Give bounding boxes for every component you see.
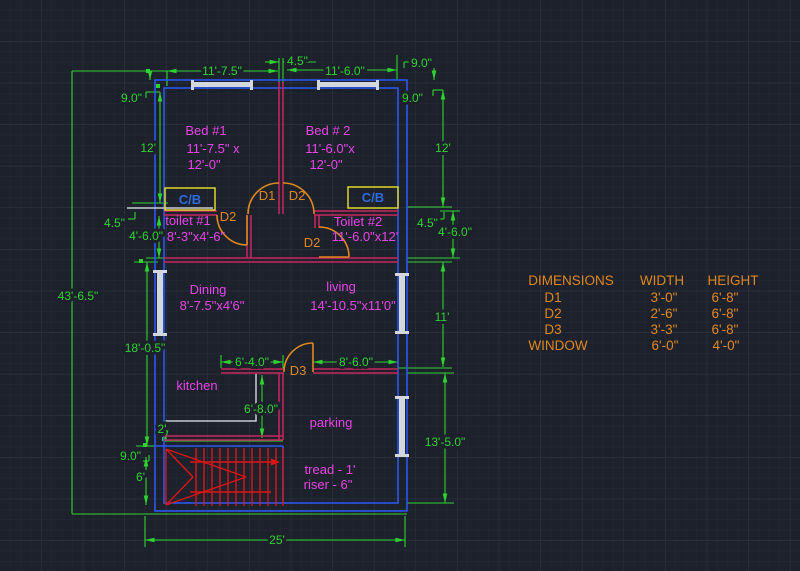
windows	[153, 80, 409, 457]
door-d2-toilet1-arc	[216, 214, 248, 246]
room-labels: Bed #1 11'-7.5" x 12'-0" Bed # 2 11'-6.0…	[165, 123, 398, 492]
dim-left-wall-thk: 4.5"	[104, 216, 125, 230]
door-d2-toilet2-arc	[318, 226, 350, 258]
table-header-height: HEIGHT	[707, 273, 758, 288]
table-row-d1-height: 6'-8"	[712, 290, 739, 305]
room-label-kitchen: kitchen	[176, 378, 217, 393]
dim-top-right-offset-a: 9.0"	[411, 56, 432, 70]
stairs-direction-arrow	[271, 458, 280, 466]
table-header-width: WIDTH	[640, 273, 684, 288]
table-row-window-height: 4'-0"	[713, 338, 740, 353]
staircase	[165, 448, 284, 506]
beam-box-right	[347, 186, 399, 209]
table-row-d1-name: D1	[544, 290, 561, 305]
window-left	[157, 272, 163, 334]
dim-kitchen-ledge: 2'	[158, 422, 167, 436]
room-label-living: living	[326, 279, 356, 294]
table-row-d3-name: D3	[544, 322, 561, 337]
dim-left-lower-height: 18'-0.5"	[125, 341, 166, 355]
door-label-d3: D3	[290, 363, 307, 378]
dim-total-width: 25'	[269, 533, 285, 547]
dim-left-bed-height: 12'	[140, 141, 156, 155]
dim-parking-top-width: 8'-6.0"	[339, 355, 373, 369]
room-size-toilet2: 11'-6.0"x12'	[332, 229, 398, 244]
door-d3-arc	[283, 342, 314, 373]
room-label-toilet2: Toilet #2	[334, 214, 382, 229]
table-row-window-width: 6'-0"	[652, 338, 679, 353]
door-label-d2-toilet2: D2	[304, 235, 321, 250]
door-label-d2-toilet1: D2	[220, 209, 237, 224]
beam-boxes: C/B C/B	[164, 186, 399, 211]
table-row-window-name: WINDOW	[528, 338, 587, 353]
dim-right-toilet-height: 4'-6.0"	[438, 225, 472, 239]
dim-top-width-left: 11'-7.5"	[202, 64, 242, 78]
dim-parking-height: 13'-5.0"	[425, 435, 466, 449]
room-size-bed1-b: 12'-0"	[187, 157, 221, 172]
room-label-toilet1: toilet #1	[165, 213, 211, 228]
room-size-bed1-a: 11'-7.5" x	[186, 141, 240, 156]
door-d2-center-arc	[282, 182, 315, 215]
kitchen-counter	[127, 207, 257, 422]
room-label-bed1: Bed #1	[185, 123, 226, 138]
room-size-bed2-a: 11'-6.0"x	[305, 141, 355, 156]
dim-kitchen-width: 6'-4.0"	[235, 355, 269, 369]
room-label-dining: Dining	[190, 282, 227, 297]
room-label-bed2: Bed # 2	[306, 123, 351, 138]
table-row-d2-width: 2'-6"	[651, 306, 678, 321]
window-top-right	[318, 82, 378, 87]
door-d1-arc	[247, 182, 280, 215]
dimension-labels: 11'-7.5" 4.5" 11'-6.0" 9.0" 9.0" 9.0" 12…	[55, 51, 475, 550]
door-label-d1: D1	[259, 188, 276, 203]
window-right-upper	[399, 275, 405, 333]
room-size-bed2-b: 12'-0"	[309, 157, 343, 172]
table-row-d2-name: D2	[544, 306, 561, 321]
interior-walls	[164, 82, 398, 441]
room-size-dining: 8'-7.5"x4'6"	[180, 298, 245, 313]
beam-box-left	[164, 187, 216, 211]
dim-stair-offset: 9.0"	[120, 449, 141, 463]
stairs-riser-note: riser - 6"	[304, 477, 353, 492]
dimensions-table: DIMENSIONS WIDTH HEIGHT D1 3'-0" 6'-8" D…	[528, 273, 758, 353]
doors	[216, 182, 350, 373]
dim-right-bed-height: 12'	[435, 141, 451, 155]
dim-kitchen-height: 6'-8.0"	[244, 402, 278, 416]
room-size-living: 14'-10.5"x11'0"	[310, 298, 396, 313]
room-label-parking: parking	[310, 415, 353, 430]
table-row-d3-width: 3'-3"	[651, 322, 678, 337]
table-header-dimensions: DIMENSIONS	[528, 273, 614, 288]
table-row-d2-height: 6'-8"	[712, 306, 739, 321]
dim-living-height: 11'	[435, 310, 450, 324]
window-top-left	[192, 82, 252, 87]
door-label-d2-center: D2	[289, 188, 306, 203]
door-labels: D1 D2 D2 D2 D3	[220, 188, 321, 378]
table-row-d1-width: 3'-0"	[651, 290, 678, 305]
table-row-d3-height: 6'-8"	[712, 322, 739, 337]
beam-label-left: C/B	[179, 192, 201, 207]
dim-right-wall-thk: 4.5"	[417, 216, 438, 230]
dim-top-width-right: 11'-6.0"	[325, 64, 365, 78]
room-size-toilet1: 8'-3"x4'-6"	[167, 229, 226, 244]
dim-top-right-offset-b: 9.0"	[402, 91, 423, 105]
window-right-lower	[399, 398, 405, 456]
dim-left-toilet-height: 4'-6.0"	[129, 229, 163, 243]
stairs-tread-note: tread - 1'	[305, 462, 356, 477]
dim-total-height: 43'-6.5"	[58, 289, 99, 303]
dimension-lines	[71, 55, 460, 547]
beam-label-right: C/B	[362, 190, 384, 205]
dim-stair-height: 6'	[136, 470, 145, 484]
dim-top-wall: 4.5"	[287, 54, 308, 68]
dim-top-left-offset: 9.0"	[121, 91, 142, 105]
